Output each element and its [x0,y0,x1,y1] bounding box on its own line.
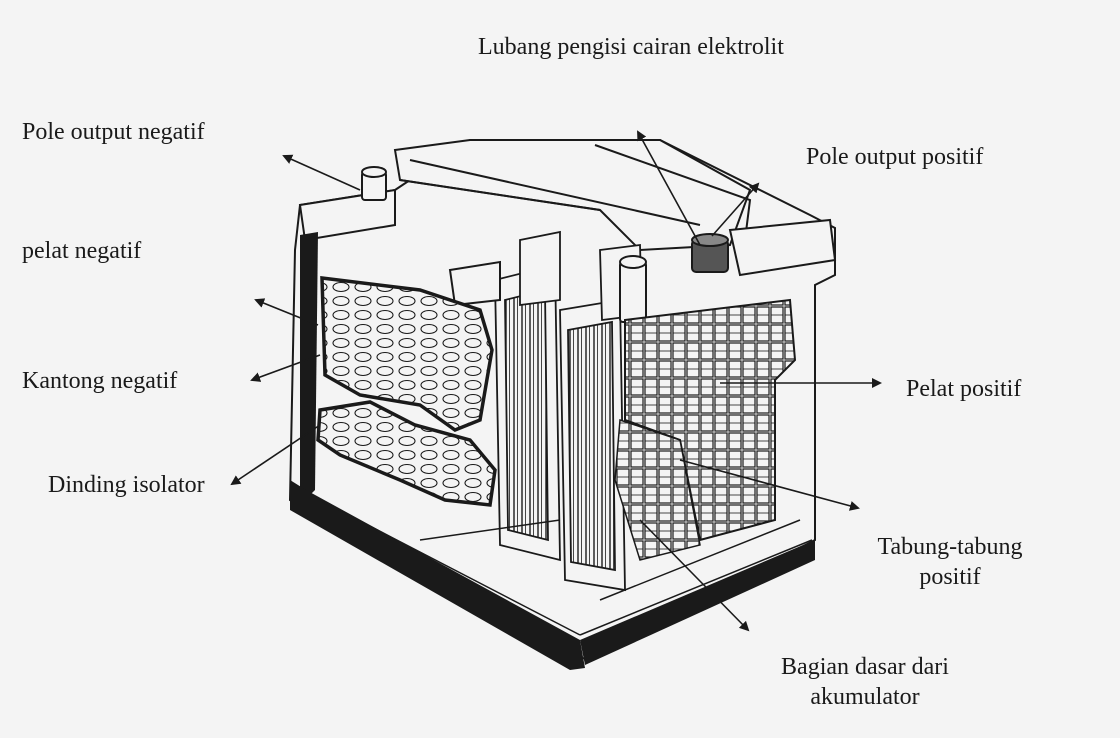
negative-pocket-upper [320,276,494,432]
arrow-neg-pole [282,154,361,191]
label-negative-pocket: Kantong negatif [22,368,178,394]
label-positive-pole: Pole output positif [806,144,984,170]
arrow-neg-pocket [250,354,321,382]
case-walls [290,232,815,670]
negative-pocket-lower [316,400,497,507]
arrow-neg-plate [254,298,319,326]
label-negative-pole: Pole output negatif [22,119,205,145]
label-positive-plate: Pelat positif [906,376,1022,402]
label-base: Bagian dasar dari akumulator [750,652,980,712]
arrow-pos-tubes [679,459,860,511]
leader-arrows [230,130,882,632]
base-detail [309,494,813,636]
arrow-base [639,519,750,632]
terminals [361,166,729,323]
label-positive-tubes-line1: Tabung-tabung [877,534,1023,560]
label-fill-hole: Lubang pengisi cairan elektrolit [478,34,784,60]
arrow-fill-hole [637,130,701,246]
positive-tubes [614,418,701,561]
label-positive-tubes: Tabung-tabung positif [860,532,1040,592]
arrow-pos-pole [711,182,760,237]
arrow-insulator [230,424,321,486]
label-negative-plate: pelat negatif [22,238,142,264]
label-base-line2: akumulator [810,684,920,710]
label-insulator-wall: Dinding isolator [48,472,205,498]
label-positive-tubes-line2: positif [919,564,981,590]
label-base-line1: Bagian dasar dari [781,654,949,680]
